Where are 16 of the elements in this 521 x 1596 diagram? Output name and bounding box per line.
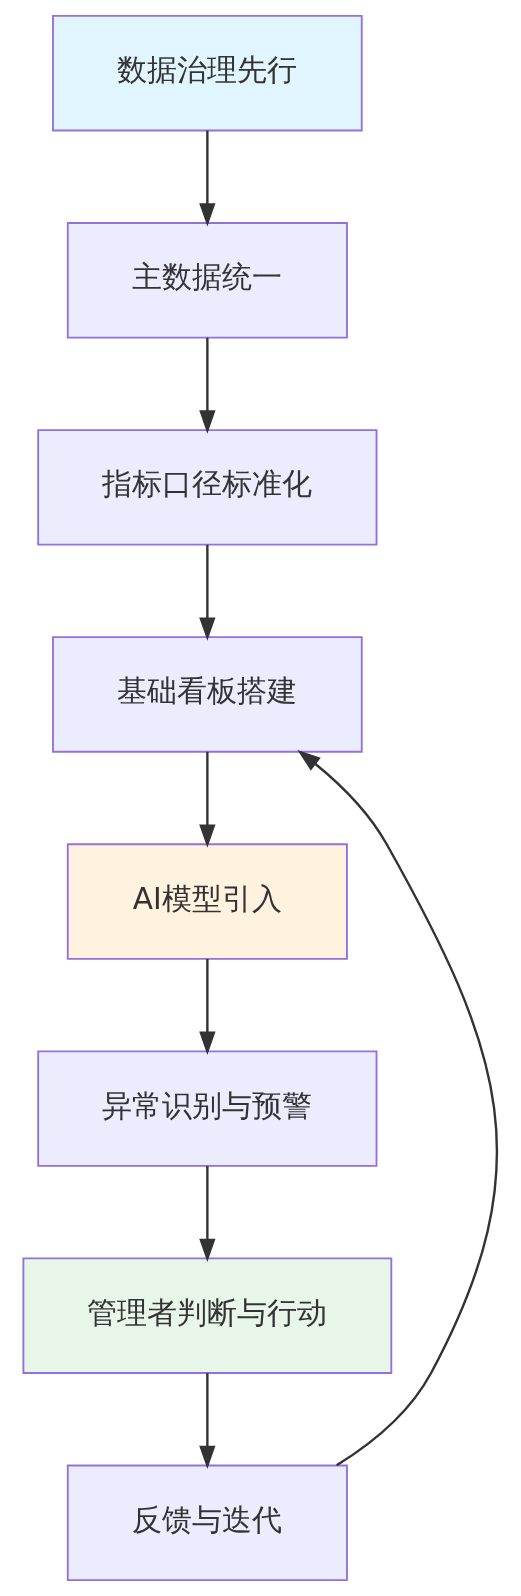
node-box: 反馈与迭代 — [66, 1464, 348, 1581]
node-box: AI模型引入 — [66, 843, 348, 960]
arrow — [199, 130, 216, 227]
arrow — [199, 1166, 216, 1262]
node-box: 管理者判断与行动 — [22, 1257, 393, 1374]
arrow — [199, 751, 216, 848]
node-box: 数据治理先行 — [52, 15, 363, 132]
node-box: 基础看板搭建 — [52, 636, 363, 753]
arrow — [199, 958, 216, 1055]
arrow — [199, 337, 216, 434]
node-box: 异常识别与预警 — [37, 1050, 378, 1167]
node-box: 指标口径标准化 — [37, 429, 378, 546]
arrow — [199, 1373, 216, 1470]
node-box: 主数据统一 — [66, 222, 348, 339]
arrow — [199, 544, 216, 641]
arrow — [297, 749, 498, 1467]
